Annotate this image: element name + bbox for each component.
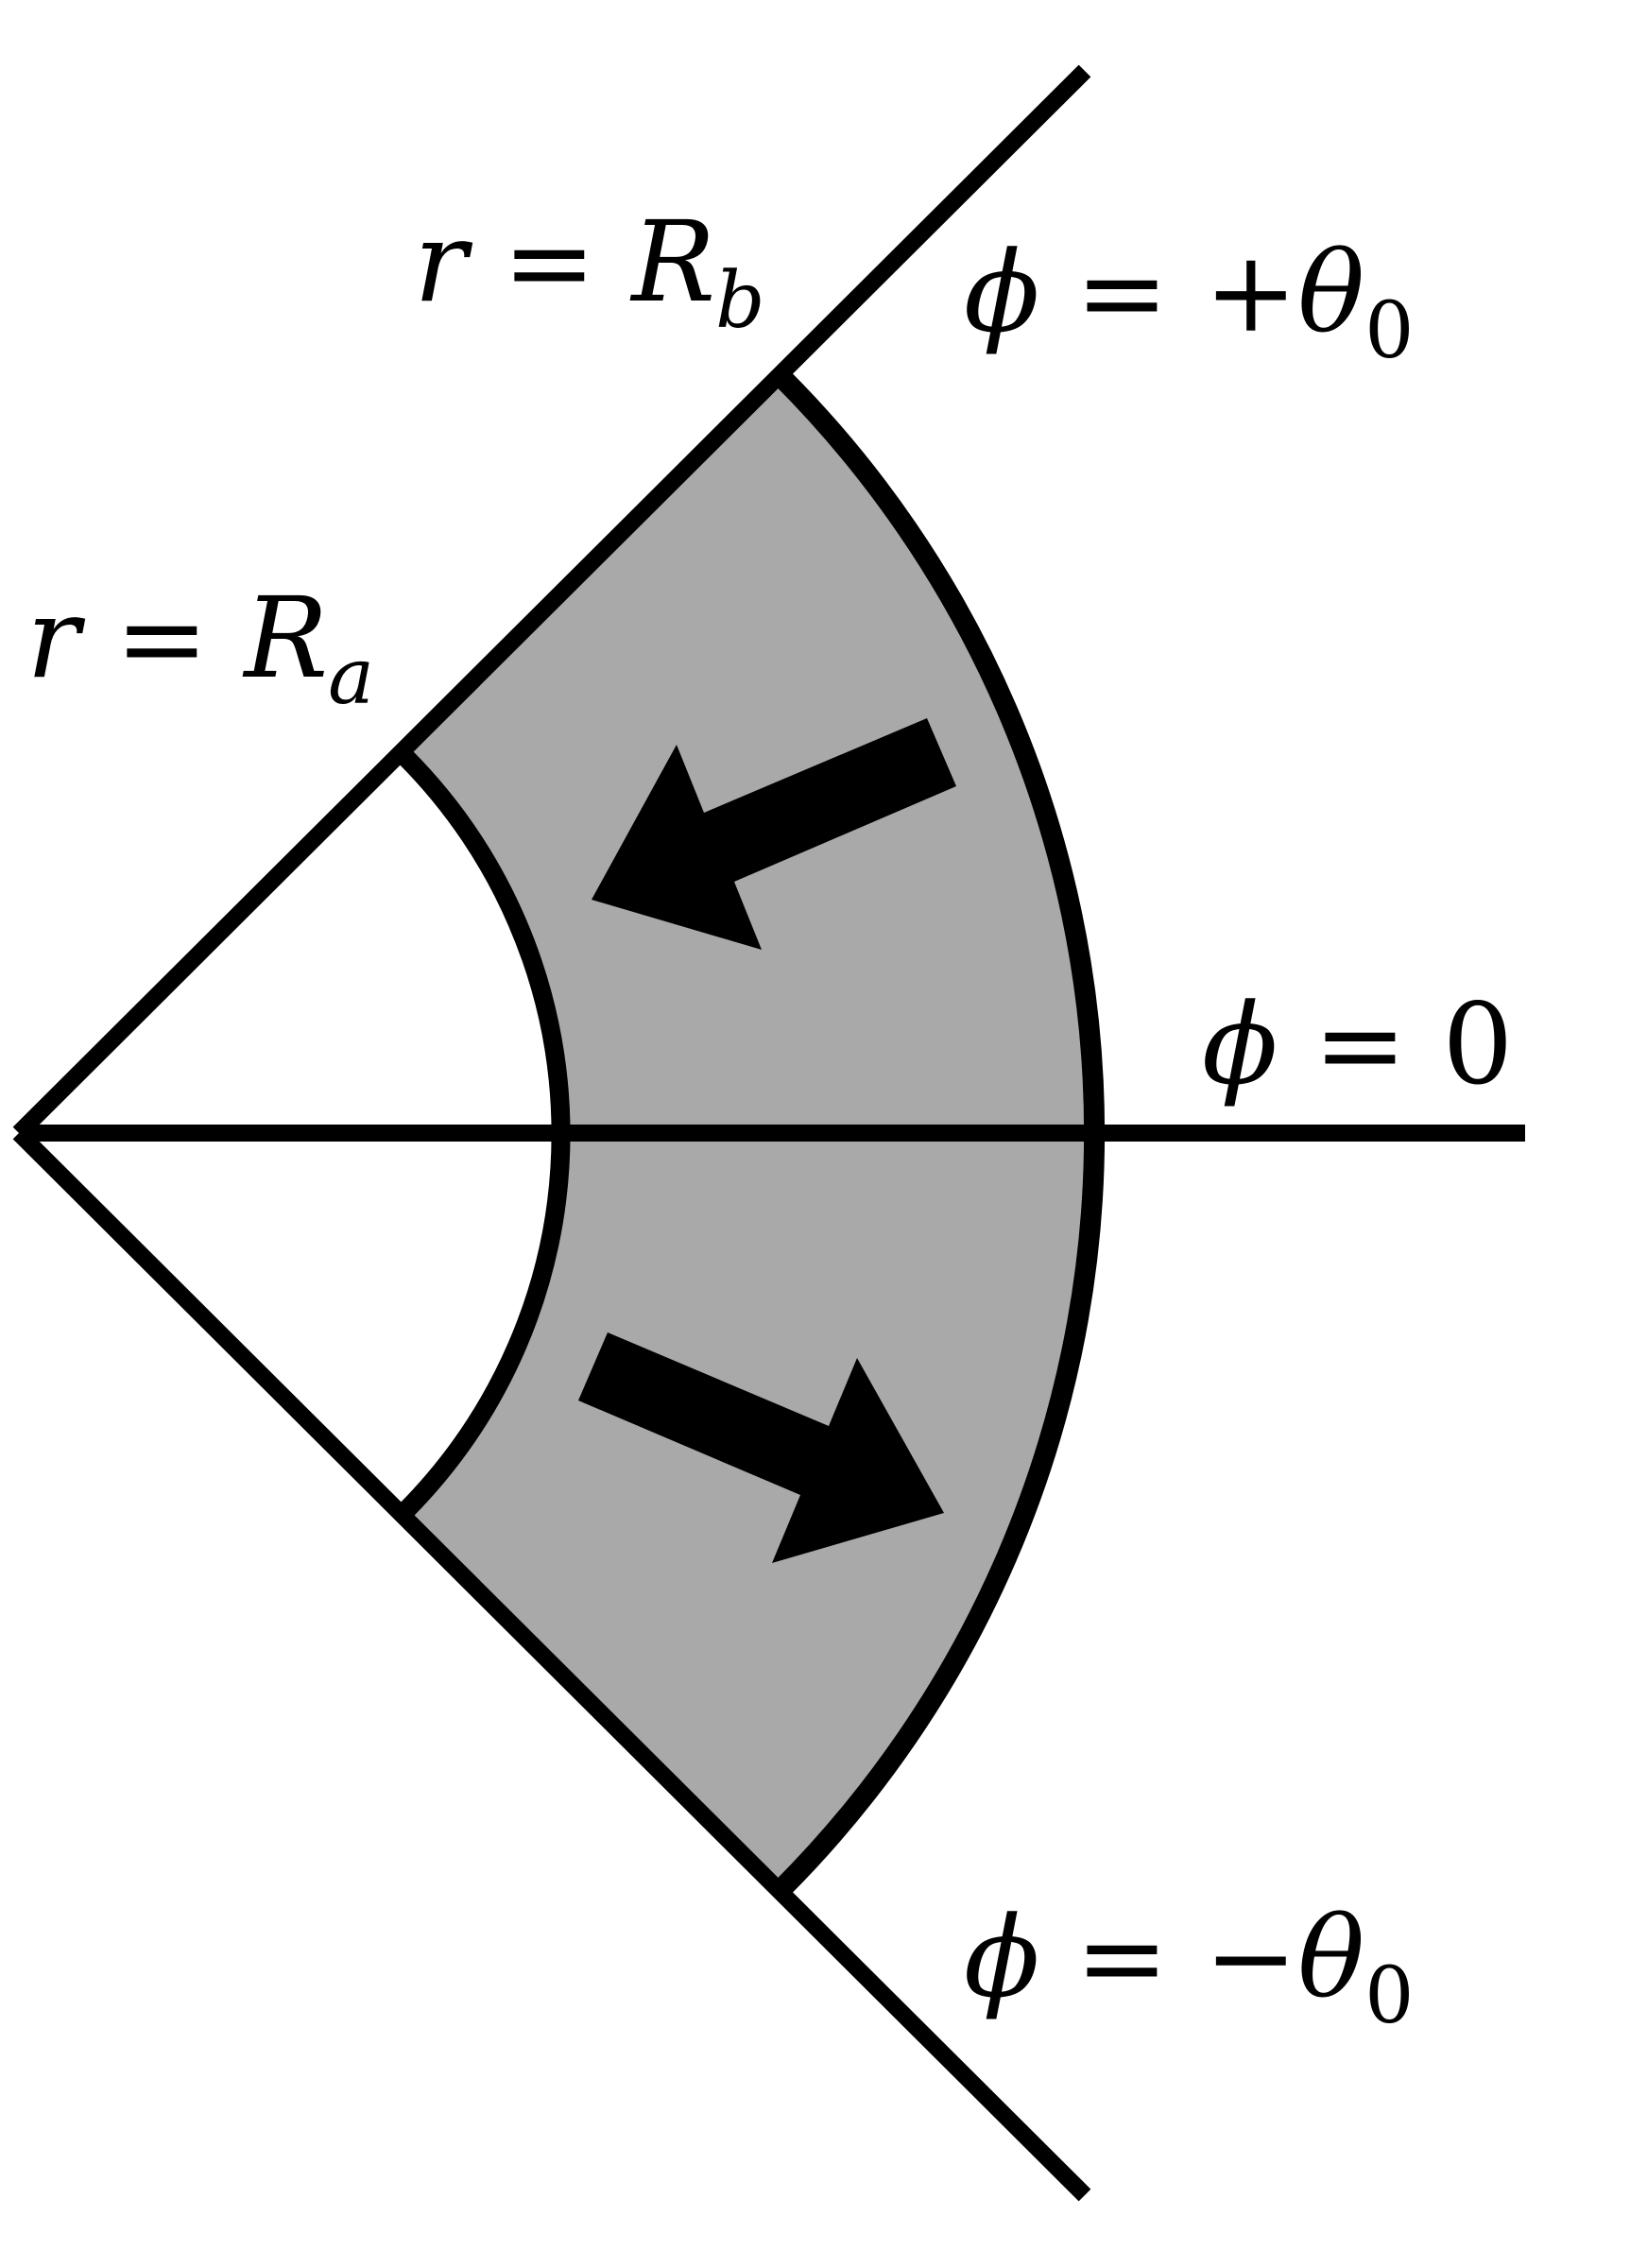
label-subscript: 0 xyxy=(1364,1951,1415,2041)
label-subscript: b xyxy=(715,256,765,346)
label-equals: = xyxy=(1039,1892,1205,2022)
arrow-upper xyxy=(592,718,956,950)
label-phi-var: ϕ xyxy=(1202,979,1278,1109)
label-theta-symbol: θ xyxy=(1297,227,1365,357)
label-r-equals-ra: r = Ra xyxy=(26,582,374,716)
label-r-var: r xyxy=(414,197,468,327)
outer-arc-r-b xyxy=(775,370,1106,1896)
label-value: 0 xyxy=(1442,979,1514,1109)
label-sign: − xyxy=(1204,1892,1298,2022)
label-r-symbol: R xyxy=(244,573,329,703)
label-equals: = xyxy=(79,573,245,703)
label-equals: = xyxy=(467,197,632,327)
label-equals: = xyxy=(1278,979,1443,1109)
label-phi-var: ϕ xyxy=(964,227,1040,357)
label-subscript: 0 xyxy=(1364,286,1415,376)
label-r-equals-rb: r = Rb xyxy=(414,206,765,340)
label-r-symbol: R xyxy=(631,197,716,327)
arrow-lower xyxy=(578,1332,944,1563)
label-phi-equals-plus-theta0: ϕ = +θ0 xyxy=(964,236,1414,370)
label-sign: + xyxy=(1204,227,1298,357)
label-phi-var: ϕ xyxy=(964,1892,1040,2022)
label-phi-equals-zero: ϕ = 0 xyxy=(1202,988,1513,1100)
label-theta-symbol: θ xyxy=(1297,1892,1365,2022)
inner-arc-r-a xyxy=(397,748,571,1520)
label-r-var: r xyxy=(26,573,80,703)
label-equals: = xyxy=(1039,227,1205,357)
label-subscript: a xyxy=(328,632,375,722)
label-phi-equals-minus-theta0: ϕ = −θ0 xyxy=(964,1901,1414,2036)
boundary-ray-minus-theta0 xyxy=(12,1126,1091,2202)
boundary-ray-plus-theta0 xyxy=(12,64,1091,1140)
